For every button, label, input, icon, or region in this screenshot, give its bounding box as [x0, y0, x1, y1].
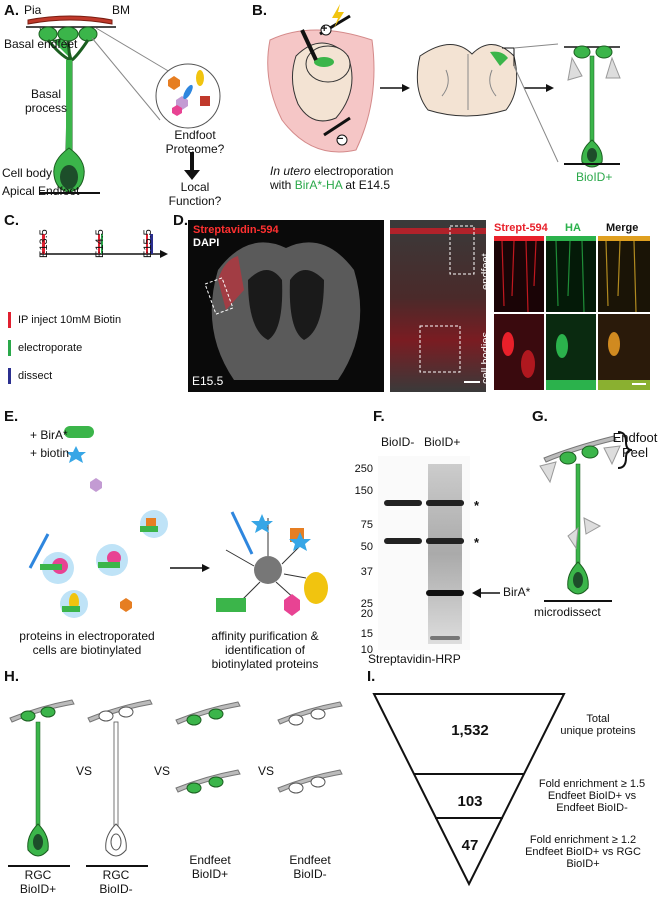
endfeet-ha: [546, 236, 596, 312]
marker-150: 150: [354, 485, 373, 497]
cellbodies-strept: [494, 314, 544, 390]
comparison-diagram: [8, 699, 343, 867]
caption-right: affinity purification &identification of…: [211, 629, 319, 671]
marker-15: 15: [360, 628, 373, 640]
bira-arrow-icon: [472, 588, 500, 598]
apical-endfoot-label: Apical Endfoot: [2, 184, 80, 198]
tier-2-value: 103: [457, 793, 483, 810]
row-endfeet: endfeet: [480, 253, 492, 290]
marker-25: 25: [360, 598, 373, 610]
endfeet-strept: [494, 236, 544, 312]
electrode-minus: −: [337, 133, 344, 145]
vs-3: VS: [258, 764, 275, 778]
col-ha: HA: [565, 222, 581, 234]
panel-label-b: B.: [252, 2, 267, 19]
bira-band-label: BirA*: [503, 585, 531, 599]
cell-body-label: Cell body: [2, 166, 53, 180]
panel-label-c: C.: [4, 212, 19, 229]
age-label: E15.5: [192, 374, 224, 388]
panel-label-a: A.: [4, 2, 19, 19]
biotin-label: + biotin: [30, 446, 70, 460]
funnel-diagram: [372, 693, 566, 887]
panel-label-e: E.: [4, 408, 19, 425]
legend-electroporate: electroporate: [18, 342, 83, 354]
in-utero-caption: In utero electroporation with BirA*-HA a…: [270, 164, 394, 192]
panel-label-h: H.: [4, 668, 19, 685]
electroporation-diagram: [267, 4, 621, 168]
lane-bioid-plus: BioID+: [424, 435, 461, 449]
cellbodies-merge: [598, 314, 650, 390]
row-cellbodies: cell bodies: [480, 332, 492, 384]
basal-endfeet-label: Basal endfeet: [4, 37, 78, 51]
tier-1-value: 1,532: [451, 722, 489, 739]
tick-e13: E13.5: [38, 229, 50, 258]
biotinylation-diagram: [28, 426, 328, 618]
electrode-plus: +: [321, 23, 328, 35]
col-merge: Merge: [606, 222, 639, 234]
star-2: *: [474, 535, 480, 550]
timeline: [8, 234, 168, 384]
strep-label: Streptavidin-594: [193, 224, 279, 236]
tick-e14: E14.5: [94, 229, 106, 258]
cellbodies-ha: [546, 314, 596, 390]
microdissect-diagram: [539, 431, 633, 602]
panel-label-d: D.: [173, 212, 188, 229]
panel-label-g: G.: [532, 408, 548, 425]
pia-label: Pia: [24, 3, 42, 17]
zoom-section-image: [390, 220, 486, 392]
bira-label: + BirA*: [30, 428, 68, 442]
legend-biotin: IP inject 10mM Biotin: [18, 314, 122, 326]
blot-footer: Streptavidin-HRP: [368, 652, 461, 666]
dapi-label: DAPI: [193, 237, 220, 249]
legend-dissect: dissect: [18, 370, 53, 382]
marker-75: 75: [360, 519, 373, 531]
western-blot: [378, 456, 470, 650]
col-strept: Strept-594: [494, 222, 548, 234]
endfeet-merge: [598, 236, 650, 312]
star-1: *: [474, 498, 480, 513]
vs-2: VS: [154, 764, 171, 778]
microdissect-label: microdissect: [534, 605, 601, 619]
tick-e15: E15.5: [142, 229, 154, 258]
panel-label-f: F.: [373, 408, 385, 425]
rgc-cell-diagram: [26, 15, 221, 194]
vs-1: VS: [76, 764, 93, 778]
marker-37: 37: [360, 566, 373, 578]
marker-20: 20: [360, 608, 373, 620]
marker-50: 50: [360, 541, 373, 553]
bioid-plus-label: BioID+: [576, 170, 613, 184]
lane-bioid-minus: BioID-: [381, 435, 415, 449]
bm-label: BM: [112, 3, 130, 17]
tier-3-value: 47: [461, 837, 479, 854]
marker-250: 250: [354, 463, 373, 475]
panel-label-i: I.: [367, 668, 376, 685]
marker-10: 10: [360, 644, 373, 656]
section-image: [188, 220, 384, 392]
